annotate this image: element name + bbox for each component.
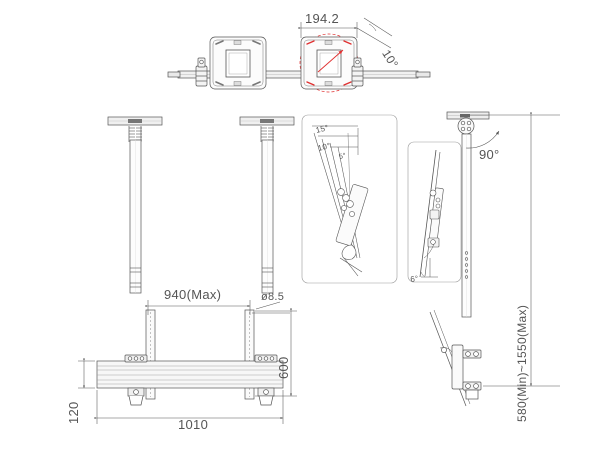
- front-view-group: [78, 116, 297, 424]
- side-detail-box: [407, 141, 462, 283]
- dim-label-1010: 1010: [178, 417, 209, 432]
- tilt-detail-box: [301, 114, 398, 284]
- right-ceiling-plate: [239, 116, 295, 142]
- dim-label-d85: ø8.5: [261, 291, 285, 303]
- dim-120: [78, 358, 95, 389]
- right-vesa-plate-shape: [299, 33, 359, 93]
- dim-label-194: 194.2: [305, 11, 340, 26]
- left-rail-connector: [124, 354, 148, 406]
- left-vesa-plate-shape: [209, 36, 267, 90]
- dim-label-90deg: 90°: [479, 147, 500, 162]
- dim-600: [255, 308, 297, 397]
- main-rail: [96, 360, 284, 389]
- left-ceiling-plate: [107, 116, 163, 142]
- side-angle-6: 6°: [409, 273, 420, 284]
- dim-194: [298, 22, 358, 38]
- dim-label-940: 940(Max): [164, 287, 222, 302]
- left-display-bracket: [145, 309, 156, 400]
- side-view-group: [429, 111, 560, 407]
- right-pole-clamp: [351, 57, 364, 87]
- dim-1010: [94, 390, 284, 424]
- dim-height: [470, 112, 560, 387]
- dim-10deg: [356, 17, 393, 49]
- dim-940: [145, 300, 251, 315]
- dim-label-600: 600: [276, 356, 291, 379]
- dim-label-drop-height: 580(Min)~1550(Max): [515, 304, 529, 422]
- top-view-group: [167, 17, 431, 93]
- dim-d85: [252, 301, 290, 314]
- left-pole-clamp: [195, 57, 208, 87]
- dim-label-120: 120: [66, 401, 81, 424]
- right-display-bracket: [244, 309, 255, 400]
